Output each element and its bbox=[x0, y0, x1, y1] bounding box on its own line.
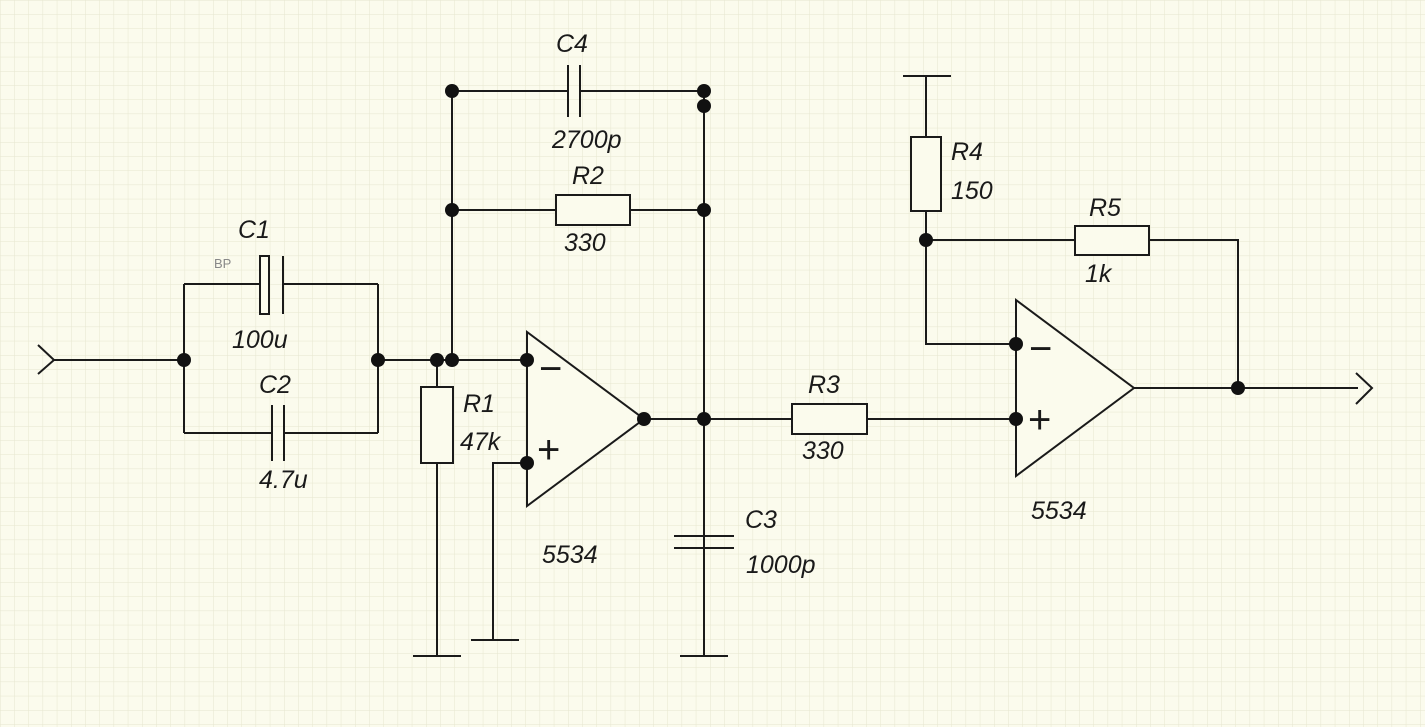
resistor-r4 bbox=[903, 75, 1016, 345]
r3-name: R3 bbox=[808, 371, 840, 399]
capacitor-c4 bbox=[567, 65, 581, 117]
u2-part: 5534 bbox=[1031, 497, 1087, 525]
capacitor-c1 bbox=[259, 255, 284, 315]
resistor-r5 bbox=[926, 225, 1239, 388]
input-terminal bbox=[37, 344, 184, 375]
opamp-u1: − + bbox=[471, 330, 792, 641]
opamp-u2: − + bbox=[1015, 298, 1358, 478]
r4-value: 150 bbox=[951, 177, 993, 205]
u1-part: 5534 bbox=[542, 541, 598, 569]
feedback-wires bbox=[451, 90, 705, 656]
r1-value: 47k bbox=[460, 428, 502, 456]
r4-name: R4 bbox=[951, 138, 983, 166]
r2-name: R2 bbox=[572, 162, 604, 190]
c2-name: C2 bbox=[259, 371, 291, 399]
c3-name: C3 bbox=[745, 506, 777, 534]
junction-dots bbox=[177, 84, 1245, 470]
c1-tag: BP bbox=[214, 256, 231, 271]
r2-value: 330 bbox=[564, 229, 606, 257]
resistor-r2 bbox=[555, 194, 631, 226]
r3-value: 330 bbox=[802, 437, 844, 465]
u2-plus-sign: + bbox=[1028, 398, 1051, 442]
u2-minus-sign: − bbox=[1029, 327, 1052, 371]
output-terminal bbox=[1355, 372, 1374, 405]
r1-name: R1 bbox=[463, 390, 495, 418]
r5-value: 1k bbox=[1085, 260, 1113, 288]
capacitor-c2 bbox=[271, 405, 285, 461]
c3-value: 1000p bbox=[746, 551, 816, 579]
u1-plus-sign: + bbox=[537, 428, 560, 472]
capacitor-c3 bbox=[674, 535, 734, 657]
c2-value: 4.7u bbox=[259, 466, 308, 494]
resistor-r3 bbox=[791, 403, 1016, 435]
c1-name: C1 bbox=[238, 216, 270, 244]
c4-name: C4 bbox=[556, 30, 588, 58]
r5-name: R5 bbox=[1089, 194, 1121, 222]
u1-minus-sign: − bbox=[539, 347, 562, 391]
c4-value: 2700p bbox=[551, 126, 622, 154]
c1-value: 100u bbox=[232, 326, 288, 354]
